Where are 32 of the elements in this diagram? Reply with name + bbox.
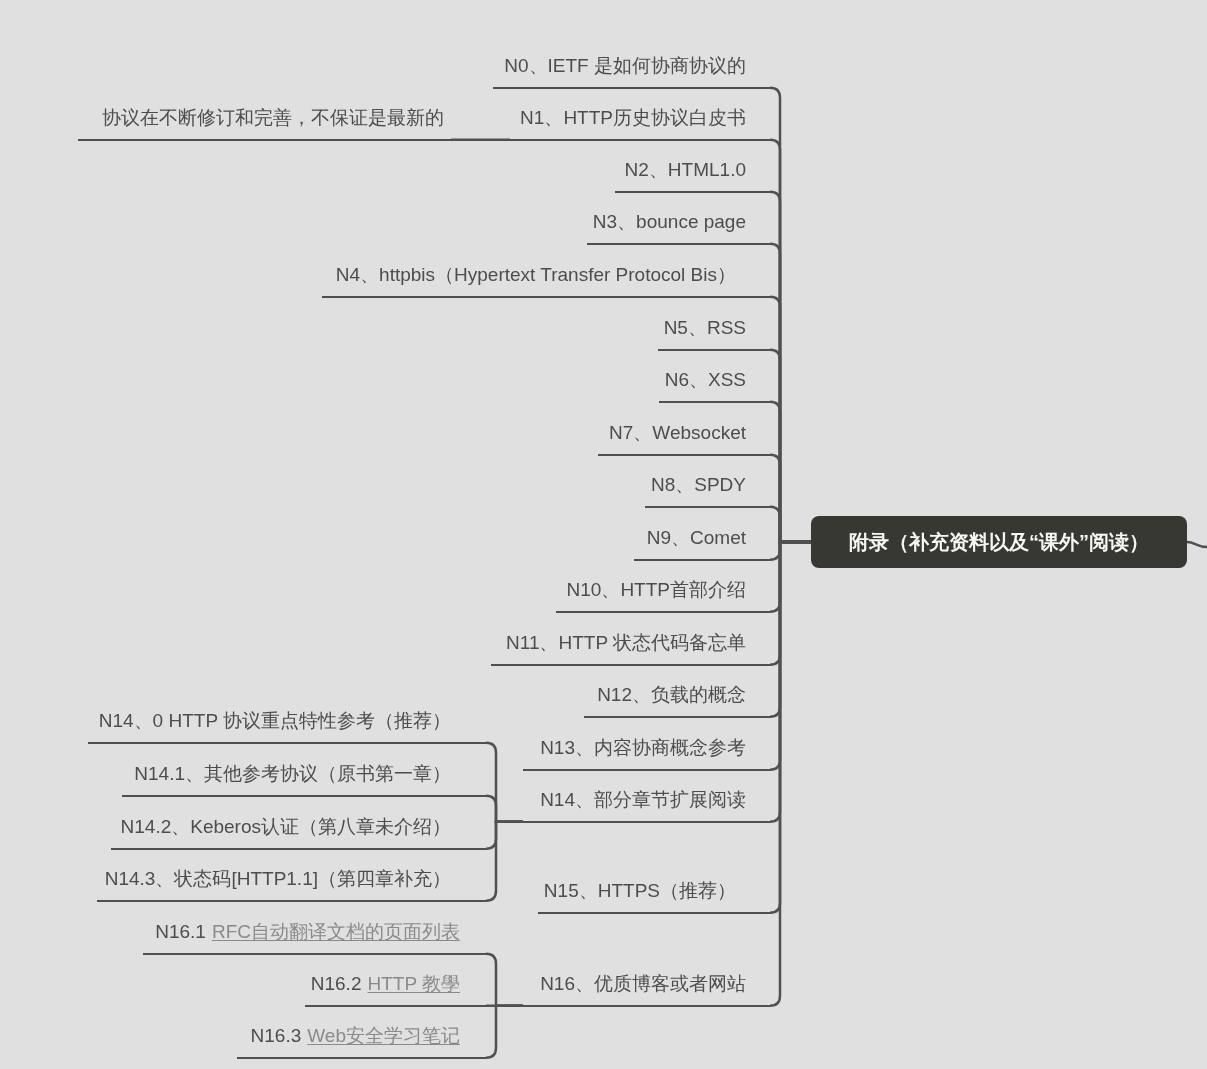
topic-text: N14、0 HTTP 协议重点特性参考（推荐） <box>98 709 451 733</box>
topic-text: N16.2 <box>310 972 362 996</box>
topic-text: N2、HTML1.0 <box>624 158 746 182</box>
topic-text: N9、Comet <box>646 526 746 550</box>
topic-text: N11、HTTP 状态代码备忘单 <box>506 631 746 655</box>
topic-text: N14.2、Keberos认证（第八章未介绍） <box>120 815 451 839</box>
topic-link: HTTP 教學 <box>367 972 460 996</box>
topic-text: N16.3 <box>250 1024 302 1048</box>
central-topic <box>811 516 1187 568</box>
topic-text: N0、IETF 是如何协商协议的 <box>504 54 746 78</box>
topic-text: N13、内容协商概念参考 <box>540 736 746 760</box>
topic-text: N7、Websocket <box>609 421 746 445</box>
topic-text: N14.3、状态码[HTTP1.1]（第四章补充） <box>104 867 451 891</box>
topic-text: N16.1 <box>155 920 206 944</box>
topic-text: N10、HTTP首部介绍 <box>566 578 746 602</box>
topic-text: N5、RSS <box>663 316 746 340</box>
topic-text: N6、XSS <box>664 368 746 392</box>
topic-text: N15、HTTPS（推荐） <box>543 879 736 903</box>
topic-text: N3、bounce page <box>592 210 746 234</box>
topic-text: N16、优质博客或者网站 <box>540 972 746 996</box>
branch-line <box>1186 540 1207 549</box>
topic-text: N14.1、其他参考协议（原书第一章） <box>134 762 451 786</box>
topic-title: 附录（补充资料以及“课外”阅读） <box>849 530 1149 555</box>
branch-line <box>451 138 510 141</box>
topic-link: Web安全学习笔记 <box>307 1024 460 1048</box>
topic-text: N8、SPDY <box>650 473 746 497</box>
topic-text: N14、部分章节扩展阅读 <box>540 788 746 812</box>
topic-text: N12、负载的概念 <box>597 683 746 707</box>
topic-text: N1、HTTP历史协议白皮书 <box>520 106 746 130</box>
topic-text: 协议在不断修订和完善，不保证是最新的 <box>102 106 444 130</box>
topic-text: N4、httpbis（Hypertext Transfer Protocol Bis） <box>335 263 736 287</box>
topic-link: RFC自动翻译文档的页面列表 <box>211 920 460 944</box>
